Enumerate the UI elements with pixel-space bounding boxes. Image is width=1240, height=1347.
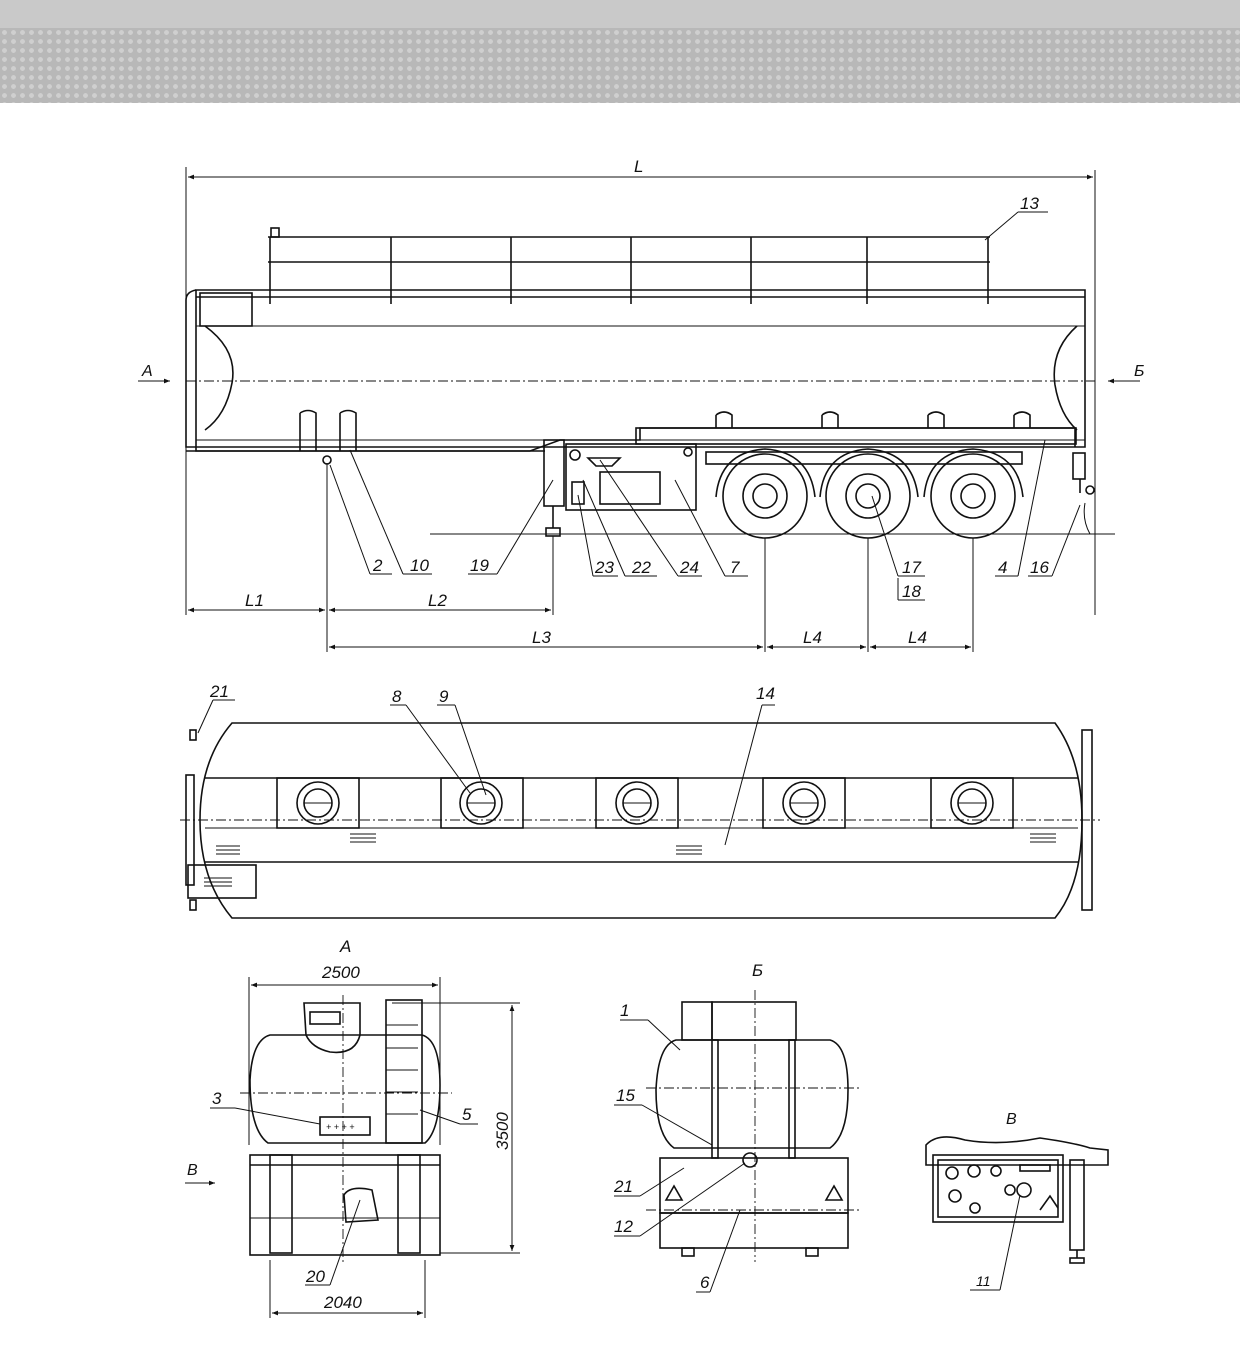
wheel-2: [819, 448, 919, 539]
wheel-3: [923, 448, 1024, 539]
callout-rear-1: 1: [620, 1001, 629, 1020]
callout-side-19: 19: [470, 556, 489, 575]
dim-L: L: [634, 157, 643, 176]
callout-side-16: 16: [1030, 558, 1049, 577]
callout-side-7: 7: [730, 558, 740, 577]
dim-height: 3500: [493, 1112, 512, 1150]
front-view: А 2500 + + + + 2040 3500: [185, 937, 520, 1318]
header-banner: [0, 0, 1240, 103]
banner-strip: [0, 0, 1240, 28]
manholes: [296, 781, 994, 825]
callout-rear-21: 21: [613, 1177, 633, 1196]
callout-top-14: 14: [756, 684, 775, 703]
dim-track: 2040: [323, 1293, 362, 1312]
callout-top-9: 9: [439, 687, 449, 706]
rear-view: Б 1 15 21 12 6: [613, 961, 860, 1293]
walkway-grating: [204, 833, 1056, 887]
callout-front-20: 20: [305, 1267, 325, 1286]
callout-top-21: 21: [209, 682, 229, 701]
arrow-label-v: В: [187, 1162, 198, 1179]
plate-marks: + + + +: [326, 1122, 355, 1132]
callout-rear-6: 6: [700, 1273, 710, 1292]
callout-rear-15: 15: [616, 1086, 635, 1105]
dim-L4-a: L4: [803, 628, 822, 647]
callout-rear-12: 12: [614, 1217, 633, 1236]
banner-dot-pattern: [0, 28, 1240, 103]
callout-side-22: 22: [631, 558, 651, 577]
view-title-a: А: [339, 937, 351, 956]
wheel-1: [715, 448, 816, 539]
dim-L4-b: L4: [908, 628, 927, 647]
callout-detail-11: 11: [976, 1273, 991, 1289]
detail-view: В 11: [925, 1111, 1109, 1291]
dim-L3: L3: [532, 628, 551, 647]
callout-side-4: 4: [998, 558, 1007, 577]
view-title-v: В: [1006, 1111, 1017, 1128]
callout-side-18: 18: [902, 582, 921, 601]
side-view: L: [138, 157, 1144, 652]
callout-side-24: 24: [679, 558, 699, 577]
callout-top-8: 8: [392, 687, 402, 706]
dim-L1: L1: [245, 591, 264, 610]
callout-front-3: 3: [212, 1089, 222, 1108]
view-title-b: Б: [752, 961, 763, 980]
callout-side-17: 17: [902, 558, 921, 577]
callout-side-13: 13: [1020, 194, 1039, 213]
dim-width: 2500: [321, 963, 360, 982]
callout-side-23: 23: [594, 558, 614, 577]
dim-L2: L2: [428, 591, 447, 610]
callout-front-5: 5: [462, 1105, 472, 1124]
callout-side-2: 2: [372, 556, 383, 575]
callout-side-10: 10: [410, 556, 429, 575]
arrow-label-a: А: [141, 363, 153, 380]
arrow-label-b: Б: [1134, 363, 1144, 380]
top-view: 21 8 9 14: [180, 682, 1100, 919]
